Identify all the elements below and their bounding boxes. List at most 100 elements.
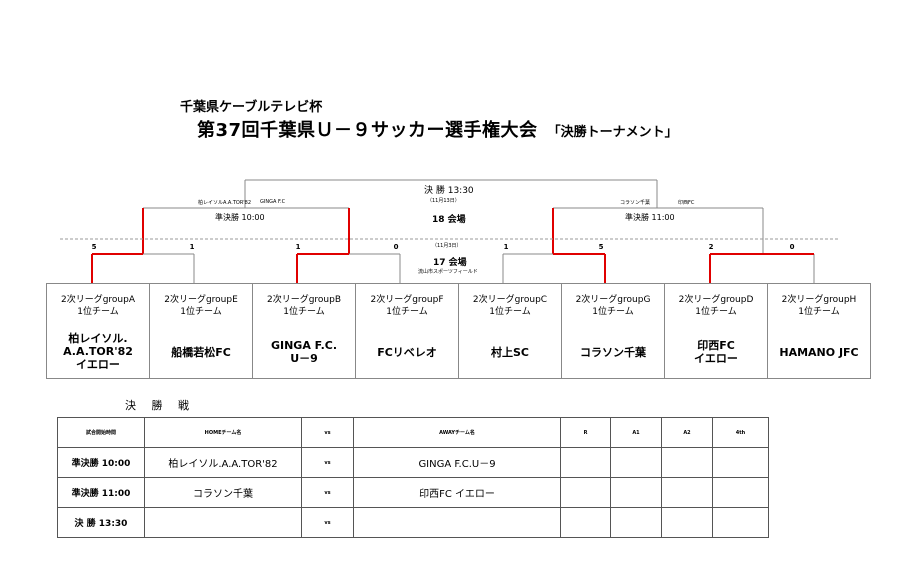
tournament-subtitle: 千葉県ケーブルテレビ杯 — [180, 100, 323, 115]
col-header-a1: A1 — [610, 417, 662, 448]
score-team-6: 5 — [598, 243, 604, 251]
team-group: 2次リーグgroupD — [678, 295, 754, 305]
score-team-3: 1 — [295, 243, 301, 251]
table-row: 準決勝 10:00 柏レイソル.A.A.TOR'82 vs GINGA F.C.… — [57, 447, 769, 478]
a2-cell — [661, 447, 713, 478]
team-group: 2次リーグgroupA — [60, 295, 136, 305]
a1-cell — [610, 507, 662, 538]
table-row: 準決勝 11:00 コラソン千葉 vs 印西FC イエロー — [57, 477, 769, 508]
score-team-1: 5 — [91, 243, 97, 251]
semi-right-team-a: コラソン千葉 — [620, 200, 651, 206]
team-box: 2次リーグgroupA 1位チーム 柏レイソル. A.A.TOR'82 イエロー — [46, 283, 149, 379]
semi-right-lines — [553, 207, 764, 254]
team-group: 2次リーグgroupB — [266, 295, 342, 305]
team-rank: 1位チーム — [386, 307, 428, 317]
away-team: GINGA F.C.U－9 — [353, 447, 561, 478]
team-name-line: HAMANO JFC — [779, 346, 859, 359]
team-group: 2次リーグgroupF — [370, 295, 444, 305]
score-team-7: 2 — [708, 243, 714, 251]
score-team-8: 0 — [789, 243, 795, 251]
team-rank: 1位チーム — [283, 307, 325, 317]
home-team: コラソン千葉 — [144, 477, 302, 508]
team-group: 2次リーグgroupH — [781, 295, 857, 305]
final-frame — [244, 179, 658, 208]
team-rank: 1位チーム — [695, 307, 737, 317]
team-name: コラソン千葉 — [562, 346, 664, 359]
fourth-cell — [712, 447, 769, 478]
col-header-home: HOMEチーム名 — [144, 417, 302, 448]
a1-cell — [610, 477, 662, 508]
semi-left-team-b: GINGA F.C — [260, 199, 286, 205]
vs-cell: vs — [301, 447, 354, 478]
team-name-line: GINGA F.C. — [270, 339, 338, 352]
score-team-2: 1 — [189, 243, 195, 251]
team-name: 村上SC — [459, 346, 561, 359]
match-time: 準決勝 10:00 — [57, 447, 145, 478]
team-name-line: イエロー — [694, 352, 738, 365]
schedule-section-label: 決 勝 戦 — [125, 399, 195, 412]
col-header-time: 試合開始時間 — [57, 417, 145, 448]
team-name: GINGA F.C. U－9 — [253, 339, 355, 365]
away-team — [353, 507, 561, 538]
venue-17: 17 会場 — [433, 258, 467, 268]
a2-cell — [661, 477, 713, 508]
team-name: FCリベレオ — [356, 346, 458, 359]
venue-18: 18 会場 — [432, 215, 466, 225]
team-name-line: U－9 — [290, 352, 318, 365]
team-rank: 1位チーム — [77, 307, 119, 317]
col-header-4th: 4th — [712, 417, 769, 448]
team-name-line: イエロー — [76, 358, 120, 371]
team-name: 船橋若松FC — [150, 346, 252, 359]
a2-cell — [661, 507, 713, 538]
team-row: 2次リーグgroupA 1位チーム 柏レイソル. A.A.TOR'82 イエロー… — [46, 283, 871, 379]
team-box: 2次リーグgroupB 1位チーム GINGA F.C. U－9 — [252, 283, 355, 379]
referee-cell — [560, 477, 611, 508]
semi-right-team-b: 印西FC — [678, 200, 695, 206]
title-text: 第37回千葉県Ｕ－９サッカー選手権大会 — [197, 120, 538, 141]
team-group: 2次リーグgroupE — [164, 295, 238, 305]
team-name: HAMANO JFC — [768, 346, 870, 359]
team-name-line: 印西FC — [697, 339, 735, 352]
schedule-table: 試合開始時間 HOMEチーム名 vs AWAYチーム名 R A1 A2 4th … — [57, 417, 769, 538]
team-rank: 1位チーム — [489, 307, 531, 317]
semi-left-team-a: 柏レイソルA.A.TOR'82 — [198, 200, 252, 206]
match-time: 決 勝 13:30 — [57, 507, 145, 538]
home-team: 柏レイソル.A.A.TOR'82 — [144, 447, 302, 478]
vs-cell: vs — [301, 507, 354, 538]
team-rank: 1位チーム — [592, 307, 634, 317]
match-time: 準決勝 11:00 — [57, 477, 145, 508]
referee-cell — [560, 507, 611, 538]
team-name-line: コラソン千葉 — [580, 346, 646, 359]
team-box: 2次リーグgroupD 1位チーム 印西FC イエロー — [664, 283, 767, 379]
team-group: 2次リーグgroupC — [472, 295, 548, 305]
final-date: （11月13日） — [427, 198, 460, 204]
semi-left-winner-lines — [142, 208, 350, 254]
table-row: 決 勝 13:30 vs — [57, 507, 769, 538]
tournament-bracket — [60, 179, 840, 283]
team-name-line: 船橋若松FC — [171, 346, 231, 359]
team-box: 2次リーグgroupE 1位チーム 船橋若松FC — [149, 283, 252, 379]
team-group: 2次リーグgroupG — [575, 295, 651, 305]
score-team-5: 1 — [503, 243, 509, 251]
r1-date: （11月3日） — [432, 243, 462, 249]
table-header-row: 試合開始時間 HOMEチーム名 vs AWAYチーム名 R A1 A2 4th — [57, 417, 769, 448]
team-name: 柏レイソル. A.A.TOR'82 イエロー — [47, 332, 149, 371]
referee-cell — [560, 447, 611, 478]
team-box: 2次リーグgroupG 1位チーム コラソン千葉 — [561, 283, 664, 379]
team-rank: 1位チーム — [180, 307, 222, 317]
team-box: 2次リーグgroupF 1位チーム FCリベレオ — [355, 283, 458, 379]
team-box: 2次リーグgroupC 1位チーム 村上SC — [458, 283, 561, 379]
tournament-title: 第37回千葉県Ｕ－９サッカー選手権大会「決勝トーナメント」 — [197, 116, 678, 142]
fourth-cell — [712, 507, 769, 538]
r1-lines — [143, 253, 815, 283]
away-team: 印西FC イエロー — [353, 477, 561, 508]
col-header-away: AWAYチーム名 — [353, 417, 561, 448]
team-name-line: FCリベレオ — [377, 346, 437, 359]
col-header-vs: vs — [301, 417, 354, 448]
team-box: 2次リーグgroupH 1位チーム HAMANO JFC — [767, 283, 871, 379]
team-name: 印西FC イエロー — [665, 339, 767, 365]
col-header-a2: A2 — [661, 417, 713, 448]
semi-right-label: 準決勝 11:00 — [625, 213, 675, 222]
title-suffix: 「決勝トーナメント」 — [547, 125, 678, 140]
home-team — [144, 507, 302, 538]
